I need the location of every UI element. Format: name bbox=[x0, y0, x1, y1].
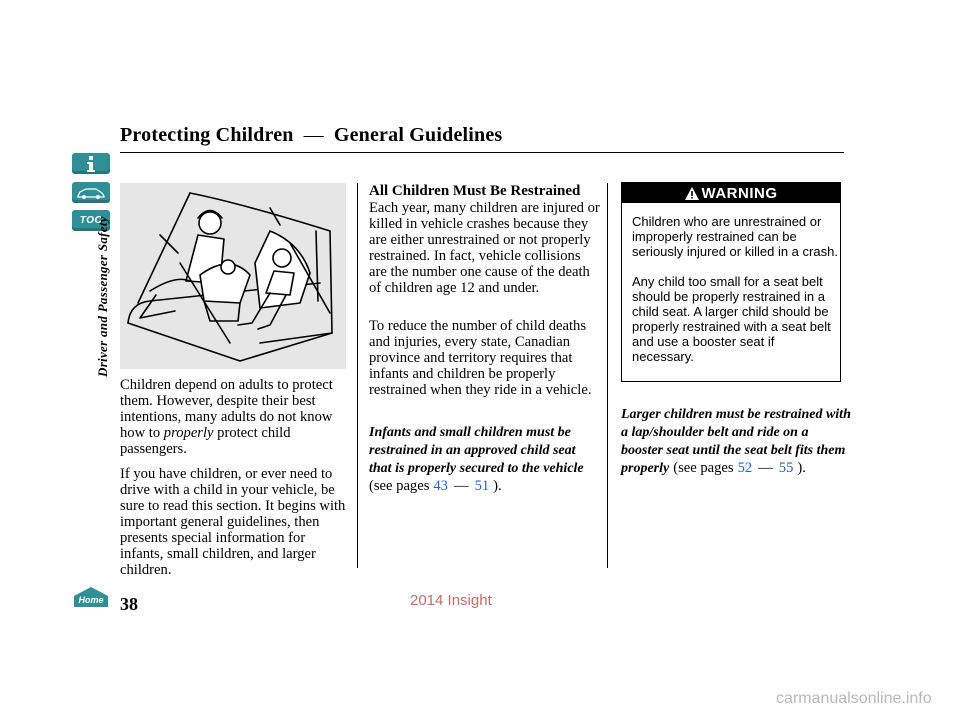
home-button[interactable]: Home bbox=[72, 586, 110, 607]
page-title: Protecting Children—General Guidelines bbox=[120, 124, 503, 146]
toc-button[interactable]: TOC bbox=[72, 210, 110, 231]
info-icon bbox=[87, 155, 95, 172]
law-paragraph: To reduce the number of child deaths and… bbox=[369, 318, 592, 398]
page-link-55[interactable]: 55 bbox=[778, 460, 794, 476]
page-link-51[interactable]: 51 bbox=[474, 478, 490, 494]
illustration-drawing bbox=[127, 192, 333, 362]
title-rule bbox=[120, 152, 844, 153]
warning-text: Children who are unrestrained or imprope… bbox=[632, 214, 838, 364]
read-section-paragraph: If you have children, or ever need to dr… bbox=[120, 466, 346, 578]
toc-icon: TOC bbox=[79, 215, 103, 226]
page-link-52[interactable]: 52 bbox=[737, 460, 753, 476]
warning-triangle-icon bbox=[684, 186, 699, 200]
infants-guideline: Infants and small children must be restr… bbox=[369, 425, 584, 494]
warning-header: WARNING bbox=[622, 183, 840, 203]
site-watermark: carmanualsonline.info bbox=[776, 690, 932, 707]
emphasis-properly: properly bbox=[163, 425, 214, 441]
year-model-watermark: 2014 Insight bbox=[410, 592, 492, 609]
statistics-paragraph: Each year, many children are injured or … bbox=[369, 200, 600, 296]
section-heading: All Children Must Be Restrained bbox=[369, 183, 581, 199]
column-divider-1 bbox=[357, 183, 358, 568]
larger-children-guideline: Larger children must be restrained with … bbox=[621, 407, 851, 476]
home-icon: Home bbox=[74, 587, 108, 607]
warning-box: WARNING Children who are unrestrained or… bbox=[621, 182, 841, 382]
page-number: 38 bbox=[120, 594, 138, 614]
intro-paragraph: Children depend on adults to protect the… bbox=[120, 377, 333, 457]
svg-text:Home: Home bbox=[78, 595, 103, 605]
car-icon bbox=[77, 187, 105, 199]
info-button[interactable] bbox=[72, 153, 110, 174]
vehicle-index-button[interactable] bbox=[72, 182, 110, 203]
child-seat-illustration bbox=[120, 183, 346, 369]
column-divider-2 bbox=[607, 183, 608, 568]
page-link-43[interactable]: 43 bbox=[433, 478, 448, 494]
